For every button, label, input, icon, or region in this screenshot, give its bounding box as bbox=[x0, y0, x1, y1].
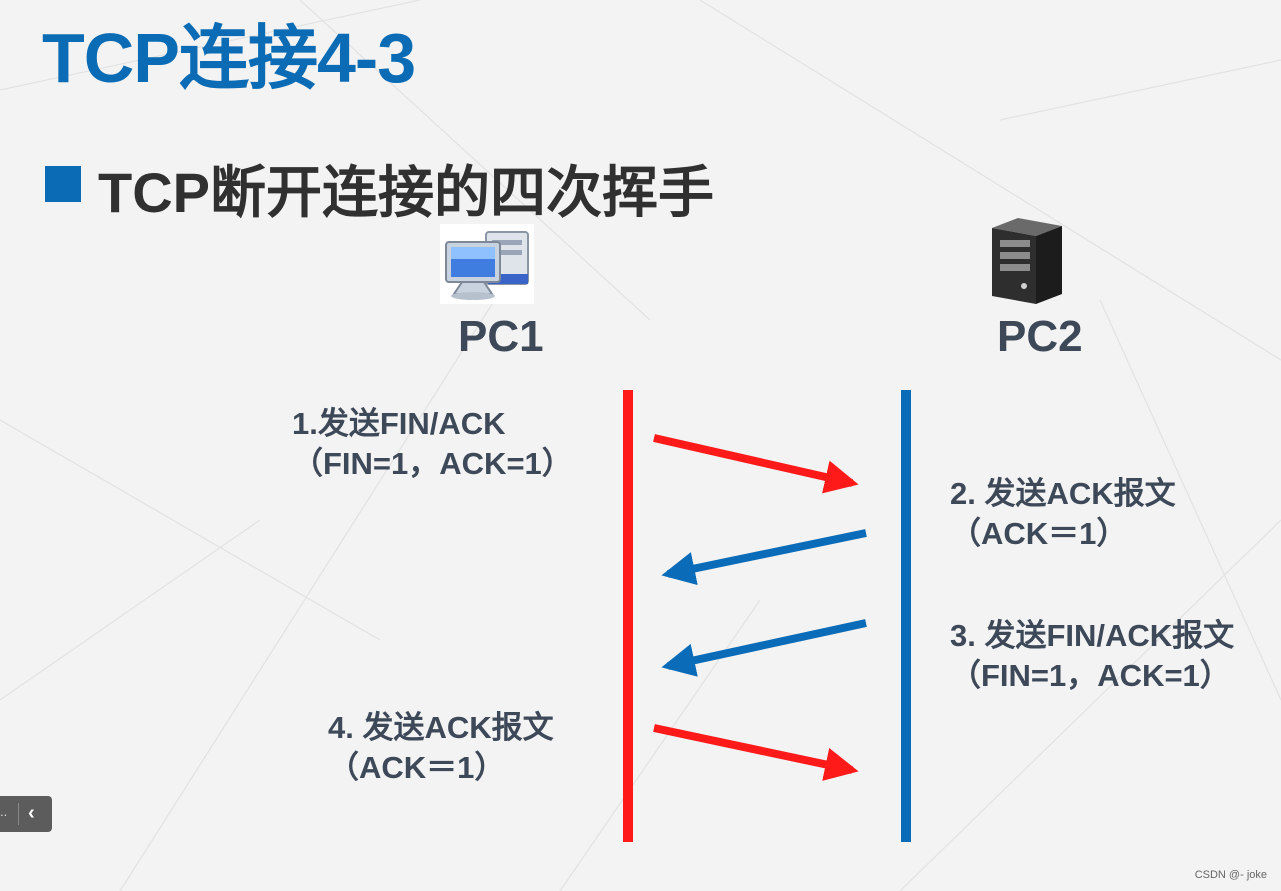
step-4-line1: 4. 发送ACK报文 bbox=[328, 710, 554, 745]
arrow-step-3 bbox=[661, 619, 867, 677]
slide-nav-button[interactable]: .. ‹ bbox=[0, 796, 52, 832]
pc2-label: PC2 bbox=[997, 312, 1083, 361]
desktop-computer-icon bbox=[440, 224, 534, 304]
step-2-label: 2. 发送ACK报文 （ACK＝1） bbox=[950, 474, 1176, 554]
step-1-line1: 1.发送FIN/ACK bbox=[292, 406, 506, 441]
step-1-line2: （FIN=1，ACK=1） bbox=[292, 446, 573, 481]
arrow-step-2 bbox=[661, 529, 867, 586]
step-2-line2: （ACK＝1） bbox=[950, 516, 1128, 551]
step-3-line1: 3. 发送FIN/ACK报文 bbox=[950, 618, 1235, 653]
more-dots[interactable]: .. bbox=[0, 804, 8, 819]
step-3-label: 3. 发送FIN/ACK报文 （FIN=1，ACK=1） bbox=[950, 616, 1234, 696]
arrow-step-4 bbox=[653, 724, 859, 781]
pc1-label: PC1 bbox=[458, 312, 544, 361]
step-4-line2: （ACK＝1） bbox=[328, 750, 506, 785]
chevron-left-icon[interactable]: ‹ bbox=[28, 802, 35, 824]
page-title: TCP连接4-3 bbox=[42, 19, 416, 97]
watermark: CSDN @- joke bbox=[1194, 869, 1267, 881]
step-2-line1: 2. 发送ACK报文 bbox=[950, 476, 1176, 511]
subtitle: TCP断开连接的四次挥手 bbox=[98, 161, 714, 224]
step-3-line2: （FIN=1，ACK=1） bbox=[950, 658, 1231, 693]
bullet-square bbox=[45, 166, 81, 202]
nav-divider bbox=[18, 803, 19, 825]
server-tower-icon bbox=[992, 218, 1062, 304]
step-1-label: 1.发送FIN/ACK （FIN=1，ACK=1） bbox=[292, 404, 573, 484]
arrow-step-1 bbox=[653, 434, 859, 494]
step-4-label: 4. 发送ACK报文 （ACK＝1） bbox=[328, 708, 554, 788]
